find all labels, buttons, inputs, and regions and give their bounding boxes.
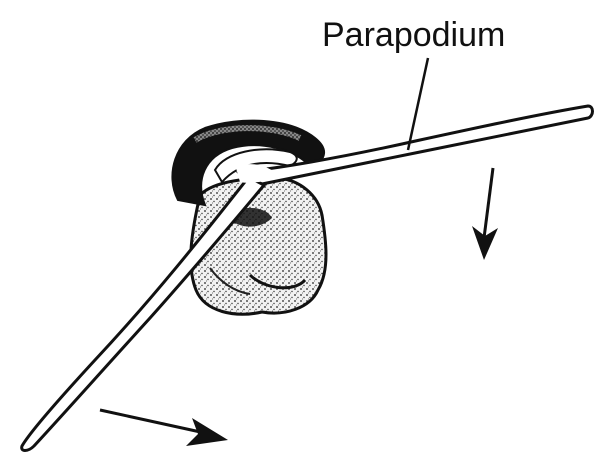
parapodium-label: Parapodium	[322, 16, 505, 54]
label-leader-line	[408, 58, 428, 150]
arrow-right-icon	[100, 410, 228, 446]
arrow-down-icon	[472, 168, 498, 260]
